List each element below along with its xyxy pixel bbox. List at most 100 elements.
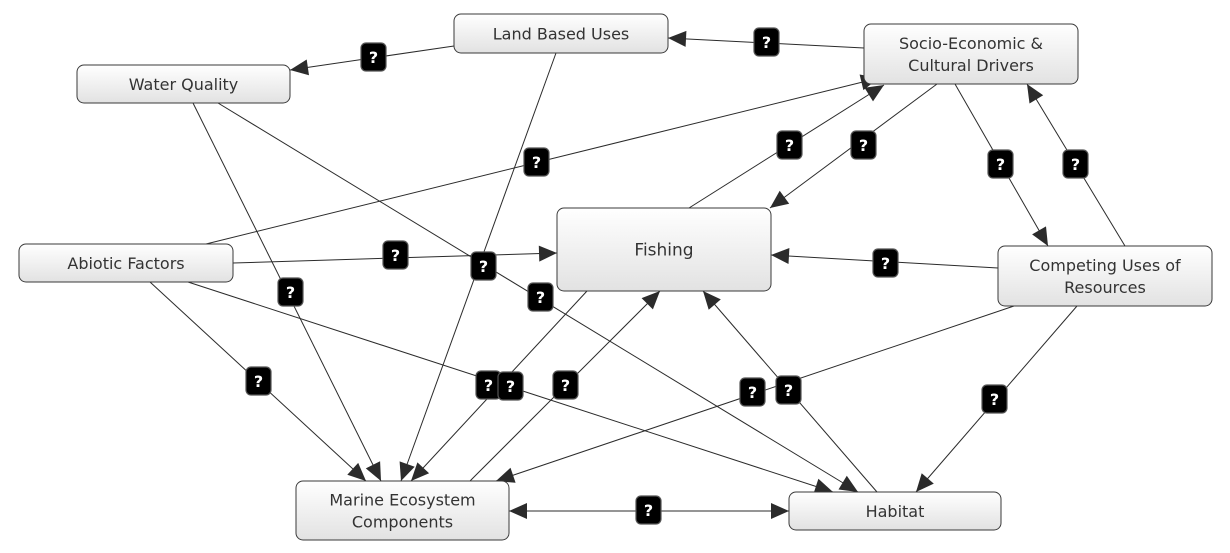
arrowhead xyxy=(771,503,789,519)
node-fishing[interactable]: Fishing xyxy=(556,207,772,292)
badge-box xyxy=(497,371,524,401)
unknown-link-badge[interactable]: ? xyxy=(382,240,409,270)
unknown-link-badge[interactable]: ? xyxy=(552,370,579,400)
node-label: Habitat xyxy=(866,502,925,521)
unknown-link-badge[interactable]: ? xyxy=(245,366,272,396)
badge-box xyxy=(470,251,497,281)
arrowhead xyxy=(399,461,415,481)
arrowhead xyxy=(668,30,687,47)
node-label: Cultural Drivers xyxy=(908,56,1034,75)
arrowhead xyxy=(916,473,934,492)
node-label: Water Quality xyxy=(129,75,239,94)
arrowhead xyxy=(538,245,557,262)
badge-label: ? xyxy=(784,381,793,400)
node-water-quality[interactable]: Water Quality xyxy=(76,64,291,104)
node-competing-uses[interactable]: Competing Uses of Resources xyxy=(997,245,1213,307)
badge-label: ? xyxy=(532,153,541,172)
node-label: Abiotic Factors xyxy=(67,254,184,273)
badge-box xyxy=(1062,149,1089,179)
arrowhead xyxy=(813,478,833,494)
unknown-link-badge[interactable]: ? xyxy=(277,277,304,307)
unknown-link-badge[interactable]: ? xyxy=(739,377,766,407)
node-label: Marine Ecosystem xyxy=(329,491,475,510)
badge-label: ? xyxy=(561,376,570,395)
badge-box xyxy=(523,147,550,177)
unknown-link-badge[interactable]: ? xyxy=(776,130,803,160)
node-label: Competing Uses of xyxy=(1029,256,1181,275)
badge-box xyxy=(527,282,554,312)
unknown-link-badge[interactable]: ? xyxy=(475,370,502,400)
badge-label: ? xyxy=(506,377,515,396)
node-box xyxy=(863,23,1079,85)
unknown-link-badge[interactable]: ? xyxy=(470,251,497,281)
unknown-link-badge[interactable]: ? xyxy=(1062,149,1089,179)
badge-label: ? xyxy=(286,283,295,302)
node-box xyxy=(788,491,1002,531)
node-label: Components xyxy=(352,513,453,532)
node-socio-economic[interactable]: Socio-Economic & Cultural Drivers xyxy=(863,23,1079,85)
node-box xyxy=(556,207,772,292)
unknown-link-badge[interactable]: ? xyxy=(497,371,524,401)
arrowhead xyxy=(290,59,309,76)
badge-label: ? xyxy=(996,155,1005,174)
arrowhead xyxy=(509,503,527,519)
badge-box xyxy=(753,27,780,57)
node-box xyxy=(18,243,234,283)
unknown-link-badge[interactable]: ? xyxy=(753,27,780,57)
badge-label: ? xyxy=(762,33,771,52)
arrowhead xyxy=(496,467,516,483)
badge-label: ? xyxy=(859,136,868,155)
node-habitat[interactable]: Habitat xyxy=(788,491,1002,531)
unknown-link-badge[interactable]: ? xyxy=(527,282,554,312)
badge-box xyxy=(552,370,579,400)
badges-layer: ???????????????????? xyxy=(245,27,1089,525)
badge-label: ? xyxy=(1071,155,1080,174)
node-land-based-uses[interactable]: Land Based Uses xyxy=(453,13,669,54)
arrowhead xyxy=(347,462,366,481)
badge-box xyxy=(382,240,409,270)
unknown-link-badge[interactable]: ? xyxy=(523,147,550,177)
badge-label: ? xyxy=(748,383,757,402)
badge-label: ? xyxy=(990,390,999,409)
unknown-link-badge[interactable]: ? xyxy=(775,375,802,405)
badge-box xyxy=(277,277,304,307)
arrowhead xyxy=(1027,84,1044,104)
badge-label: ? xyxy=(484,376,493,395)
badge-box xyxy=(981,384,1008,414)
node-box xyxy=(453,13,669,54)
node-label: Land Based Uses xyxy=(493,25,630,44)
unknown-link-badge[interactable]: ? xyxy=(635,495,662,525)
badge-label: ? xyxy=(479,257,488,276)
node-box xyxy=(295,480,510,541)
arrowhead xyxy=(770,190,790,208)
badge-box xyxy=(987,149,1014,179)
arrowhead xyxy=(703,291,721,310)
unknown-link-badge[interactable]: ? xyxy=(872,248,899,278)
unknown-link-badge[interactable]: ? xyxy=(360,42,387,72)
arrowhead xyxy=(411,462,430,481)
unknown-link-badge[interactable]: ? xyxy=(850,130,877,160)
badge-label: ? xyxy=(369,48,378,67)
badge-box xyxy=(776,130,803,160)
badge-label: ? xyxy=(254,372,263,391)
node-label: Socio-Economic & xyxy=(899,34,1043,53)
arrowhead xyxy=(771,248,790,264)
badge-box xyxy=(360,42,387,72)
badge-box xyxy=(872,248,899,278)
nodes-layer: Land Based Uses Socio-Economic & Cultural … xyxy=(18,13,1213,541)
unknown-link-badge[interactable]: ? xyxy=(987,149,1014,179)
arrowhead xyxy=(864,85,884,102)
badge-box xyxy=(245,366,272,396)
badge-box xyxy=(635,495,662,525)
badge-label: ? xyxy=(391,246,400,265)
node-label: Resources xyxy=(1064,278,1146,297)
arrowhead xyxy=(1032,226,1048,246)
unknown-link-badge[interactable]: ? xyxy=(981,384,1008,414)
node-abiotic-factors[interactable]: Abiotic Factors xyxy=(18,243,234,283)
arrowhead xyxy=(365,461,381,481)
badge-label: ? xyxy=(881,254,890,273)
badge-box xyxy=(850,130,877,160)
node-box xyxy=(997,245,1213,307)
